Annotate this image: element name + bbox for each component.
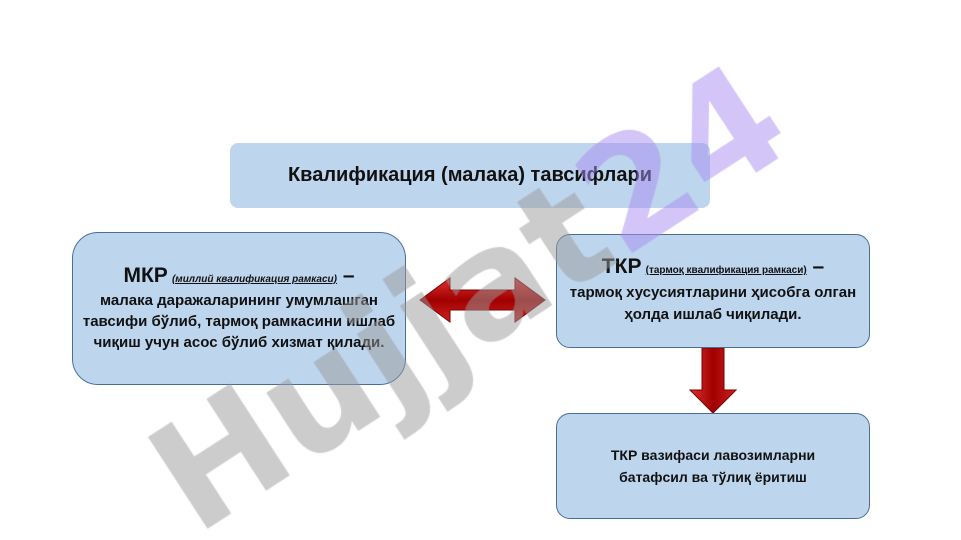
tkr-box: ТКР (тармоқ квалификация рамкаси) – тарм…: [556, 234, 870, 348]
title-box: Квалификация (малака) тавсифлари: [230, 143, 710, 208]
mkr-text: малака даражаларининг умумлашган тавсифи…: [82, 291, 396, 351]
mkr-full: (миллий квалификация рамкаси): [171, 273, 337, 285]
double-arrow: [419, 277, 546, 323]
tkr-full: (тармоқ квалификация рамкаси): [645, 265, 807, 276]
tkr-text: тармоқ хусусиятларини ҳисобга олган ҳолд…: [569, 284, 857, 323]
tkr-dash: –: [806, 255, 825, 278]
task-text: ТКР вазифаси лавозимларни батафсил ва тў…: [610, 447, 816, 485]
down-arrow: [688, 347, 738, 414]
mkr-abbr: МКР: [123, 263, 168, 287]
title-text: Квалификация (малака) тавсифлари: [287, 164, 653, 186]
mkr-box: МКР (миллий квалификация рамкаси) – мала…: [72, 232, 406, 385]
mkr-dash: –: [337, 263, 355, 287]
tkr-abbr: ТКР: [601, 255, 642, 278]
tkr-task-box: ТКР вазифаси лавозимларни батафсил ва тў…: [556, 413, 870, 519]
